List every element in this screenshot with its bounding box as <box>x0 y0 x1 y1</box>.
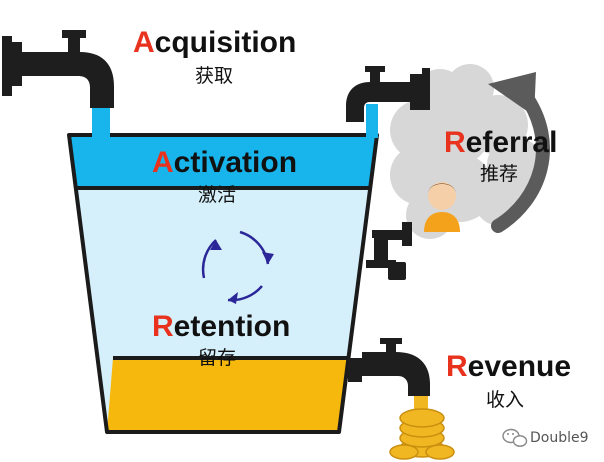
revenue-cn: 收入 <box>486 389 524 411</box>
retention-cn: 留存 <box>198 347 236 369</box>
acquisition-cn: 获取 <box>195 65 233 87</box>
revenue-tap-icon <box>348 338 430 414</box>
acquisition-tap-icon <box>2 30 114 138</box>
retention-title: Retention <box>152 310 290 343</box>
outflow-tap-icon <box>366 222 412 280</box>
referral-arrow-icon <box>488 72 550 233</box>
activation-title: Activation <box>152 146 297 179</box>
watermark: Double9 <box>502 428 589 447</box>
wechat-icon <box>502 428 528 447</box>
referral-title: Referral <box>444 126 557 159</box>
coin-stack-icon <box>389 408 455 460</box>
acquisition-title: Acquisition <box>133 26 296 59</box>
revenue-band <box>107 358 348 432</box>
referral-tap-icon <box>346 66 430 138</box>
activation-band <box>69 135 377 188</box>
referral-cn: 推荐 <box>480 163 518 185</box>
user-avatar-icon <box>424 182 460 232</box>
revenue-title: Revenue <box>446 350 571 383</box>
revenue-label: Revenue 收入 <box>446 350 571 411</box>
retention-label: Retention 留存 <box>152 310 290 369</box>
activation-cn: 激活 <box>198 184 236 206</box>
bucket-outline <box>67 133 379 434</box>
referral-label: Referral 推荐 <box>444 126 557 185</box>
activation-label: Activation 激活 <box>152 146 297 206</box>
acquisition-label: Acquisition 获取 <box>133 26 296 87</box>
retention-cycle-icon <box>201 230 274 304</box>
bucket <box>67 133 379 434</box>
watermark-text: Double9 <box>530 430 589 446</box>
